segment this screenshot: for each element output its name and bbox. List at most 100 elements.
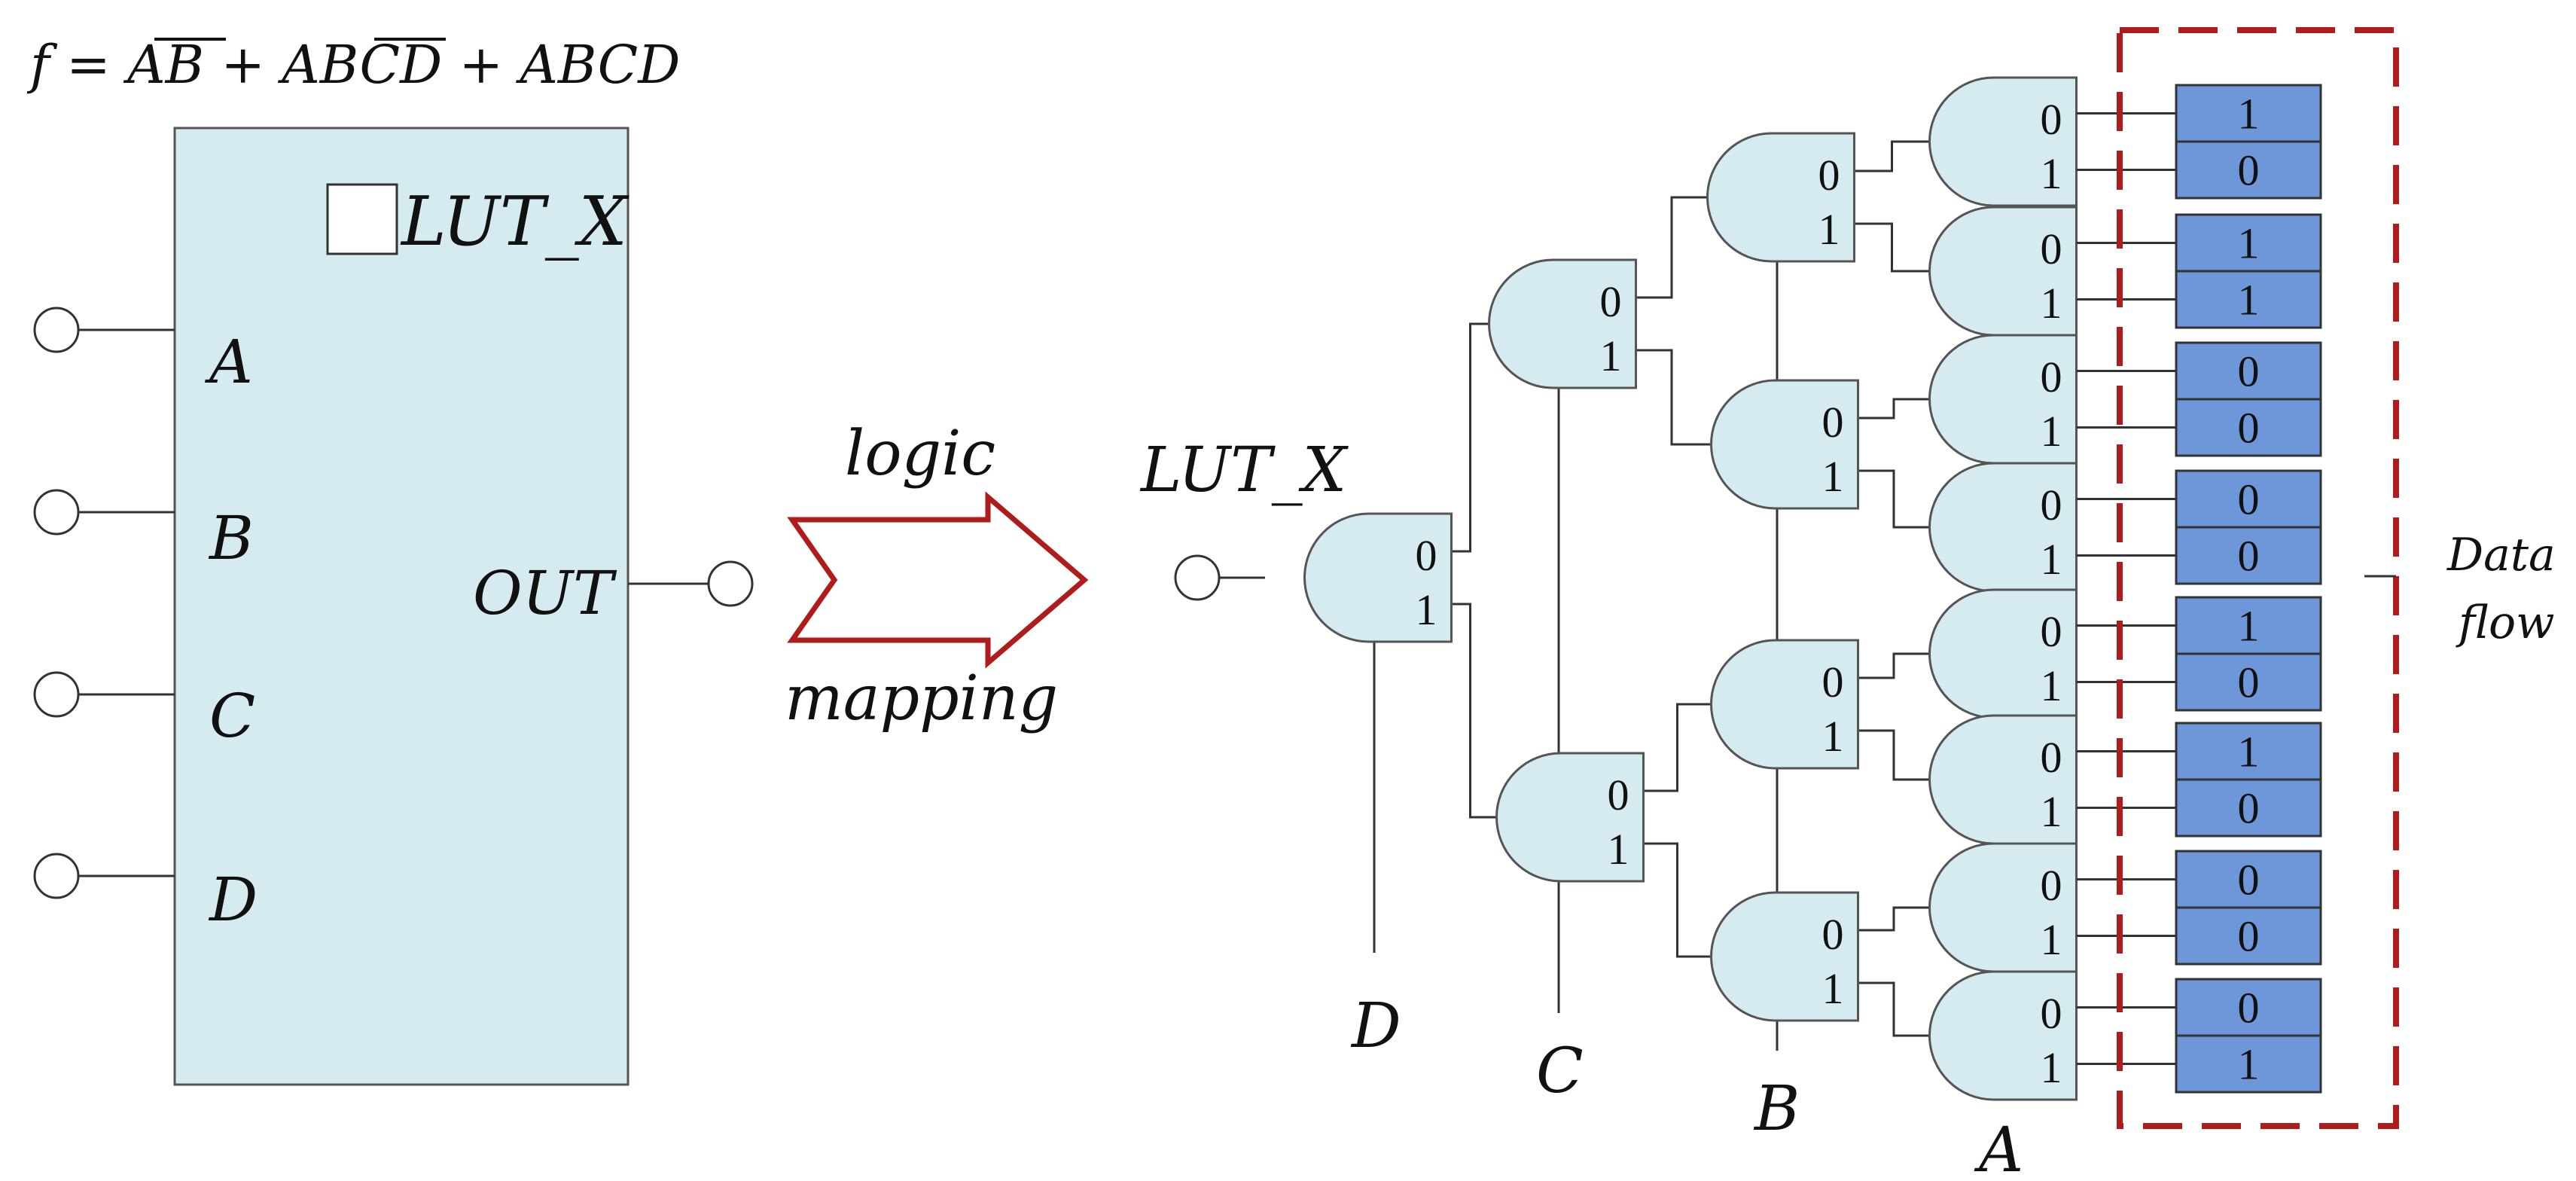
mux-level-a-4: 01 [1928, 588, 2078, 719]
memory-bit-7-1: 1 [2238, 1040, 2260, 1089]
lut-block-name: LUT_X [400, 182, 630, 261]
memory-pair-3: 00 [2076, 469, 2322, 585]
arrow-label-top: logic [845, 418, 995, 490]
mux-level-b-3-port-0: 0 [1822, 910, 1844, 959]
mux-level-a-1-port-0: 0 [2041, 224, 2062, 273]
wire-c0-1 [1636, 349, 1719, 446]
formula-term-2-bar: CD [360, 34, 443, 96]
mux-level-b-1: 01 [1710, 379, 1859, 510]
mux-level-a-3-port-0: 0 [2041, 481, 2062, 529]
mux-level-b-3-port-1: 1 [1822, 964, 1844, 1013]
memory-pair-1: 11 [2076, 213, 2322, 329]
wire-b2-1 [1858, 729, 1937, 781]
formula-plus-2: + [442, 34, 520, 96]
mux-level-a-1-port-1: 1 [2041, 279, 2062, 328]
mux-level-a-0: 01 [1928, 76, 2078, 207]
input-label-a: A [204, 327, 253, 397]
data-flow-region: Data flow [2117, 27, 2556, 1129]
arrow-label-bottom: mapping [785, 663, 1058, 734]
memory-pair-0: 10 [2076, 84, 2322, 200]
memory-bit-6-0: 0 [2238, 856, 2260, 905]
mux-level-c-0-body [1488, 258, 1637, 389]
lut-block-body [173, 127, 630, 1086]
wire-b1-1 [1858, 469, 1937, 529]
mux-level-b-2: 01 [1710, 639, 1859, 770]
mux-tree-output-pin[interactable] [1174, 554, 1221, 601]
mux-level-b-2-port-0: 0 [1822, 658, 1844, 706]
memory-cell-6-1 [2175, 906, 2322, 966]
input-pin-c[interactable] [33, 671, 80, 718]
memory-bit-2-0: 0 [2238, 347, 2260, 396]
arrow-icon [787, 491, 1089, 669]
memory-cell-5-1 [2175, 778, 2322, 838]
mux-level-c-1-port-0: 0 [1608, 771, 1629, 819]
memory-bit-1-0: 1 [2238, 219, 2260, 268]
wire-d-0 [1451, 322, 1497, 553]
mux-level-a-6: 01 [1928, 842, 2078, 973]
memory-cell-1-1 [2175, 270, 2322, 329]
mux-level-a-3-port-1: 1 [2041, 535, 2062, 584]
wire-c0-0 [1636, 196, 1715, 299]
mux-level-b-1-port-0: 0 [1822, 398, 1844, 447]
mux-level-b-0: 01 [1706, 132, 1855, 263]
mux-level-b-2-port-1: 1 [1822, 712, 1844, 761]
mux-level-a-2-body [1928, 334, 2078, 465]
memory-bit-3-0: 0 [2238, 475, 2260, 524]
mux-level-b-0-body [1706, 132, 1855, 263]
mux-level-a-3-body [1928, 462, 2078, 593]
mux-tree-output-label: LUT_X [1139, 435, 1349, 506]
input-pin-a[interactable] [33, 307, 80, 353]
mux-level-c-0-port-1: 1 [1600, 331, 1622, 380]
mux-level-b-1-port-1: 1 [1822, 452, 1844, 501]
memory-bit-0-1: 0 [2238, 146, 2260, 195]
wire-d-1 [1451, 603, 1504, 819]
mapping-arrow: logic mapping [785, 418, 1089, 734]
lut-output: OUT [473, 558, 754, 628]
memory-cell-1-0 [2175, 213, 2322, 273]
input-label-c: C [209, 681, 255, 751]
memory-pair-6: 00 [2076, 850, 2322, 966]
mux-level-c-0: 01 [1488, 258, 1637, 389]
select-d-label: D [1350, 990, 1401, 1062]
memory-bit-4-1: 0 [2238, 658, 2260, 707]
output-pin[interactable] [707, 560, 754, 607]
wire-b1-0 [1858, 398, 1937, 420]
mux-level-a-2-port-1: 1 [2041, 407, 2062, 456]
mux-level-d-port-1: 1 [1416, 585, 1437, 634]
memory-bit-2-1: 0 [2238, 404, 2260, 453]
memory-cell-7-1 [2175, 1034, 2322, 1094]
mux-level-a-7-port-1: 1 [2041, 1043, 2062, 1092]
formula-term-2-plain: AB [277, 34, 359, 96]
memory-cell-3-1 [2175, 526, 2322, 585]
wire-b3-1 [1858, 981, 1937, 1037]
mux-level-a-7-body [1928, 970, 2078, 1101]
memory-pair-2: 00 [2076, 341, 2322, 457]
mux-level-a-5: 01 [1928, 714, 2078, 845]
memory-cell-2-1 [2175, 398, 2322, 457]
memory-bit-3-1: 0 [2238, 532, 2260, 581]
memory-cell-5-0 [2175, 722, 2322, 781]
mux-level-a-4-body [1928, 588, 2078, 719]
memory-cell-4-1 [2175, 652, 2322, 712]
formula-prefix: f = [26, 34, 127, 96]
memory-bit-5-0: 1 [2238, 728, 2260, 777]
mux-level-b-0-port-0: 0 [1818, 151, 1840, 200]
mux-level-a-2-port-0: 0 [2041, 352, 2062, 401]
memory-bit-5-1: 0 [2238, 784, 2260, 833]
mux-level-a-1-body [1928, 206, 2078, 337]
data-flow-label-line-1: Data [2446, 529, 2556, 581]
formula-term-1: AB [123, 34, 204, 96]
mux-level-d: 01 [1303, 512, 1453, 643]
input-pin-d[interactable] [33, 853, 80, 899]
wire-c1-1 [1643, 842, 1719, 958]
mux-level-a-6-port-1: 1 [2041, 915, 2062, 964]
memory-cell-0-1 [2175, 140, 2322, 200]
input-pin-b[interactable] [33, 489, 80, 536]
input-label-b: B [208, 503, 254, 573]
mux-level-a-0-port-0: 0 [2041, 95, 2062, 144]
mux-level-a-7-port-0: 0 [2041, 989, 2062, 1038]
svg-text:f = AB + ABCD + ABCD: f = AB + ABCD + ABCD [26, 34, 680, 96]
wire-b0-0 [1854, 140, 1937, 172]
lut-input-c: C [33, 671, 255, 751]
